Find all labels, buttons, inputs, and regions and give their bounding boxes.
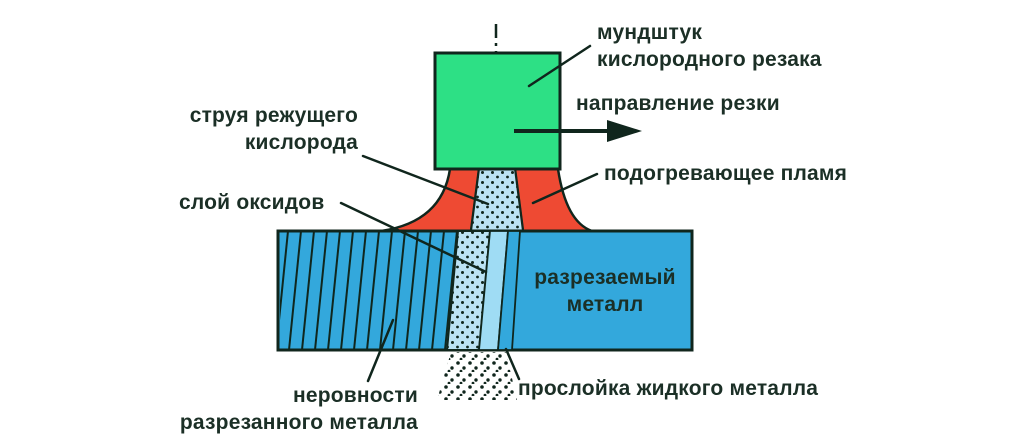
label-mouthpiece: мундштук кислородного резака: [597, 19, 822, 73]
label-liquid-layer: прослойка жидкого металла: [518, 377, 819, 400]
oxide-layer-stipple: [447, 231, 490, 350]
leader-roughness: [366, 318, 395, 383]
oxygen-jet-stipple: [471, 169, 523, 231]
preheating-flame-left: [379, 167, 481, 233]
torch-nozzle: [433, 51, 562, 171]
label-roughness-line1: неровности: [292, 384, 418, 407]
label-mouthpiece-line1: мундштук: [597, 21, 703, 44]
label-oxygen-jet-line2: кислорода: [244, 131, 358, 154]
preheating-flame-right: [513, 167, 594, 233]
leader-liquid-layer: [504, 347, 521, 381]
label-metal-line1: разрезаемый: [534, 266, 676, 289]
label-mouthpiece-line2: кислородного резака: [597, 48, 822, 71]
label-roughness-line2: разрезанного металла: [179, 411, 418, 434]
leader-oxygen-jet: [361, 154, 490, 206]
label-oxide-layer: слой оксидов: [179, 191, 325, 214]
direction-arrow: [514, 120, 642, 142]
label-roughness: неровности разрезанного металла: [150, 382, 418, 436]
slag-spray: [437, 352, 517, 400]
label-cutting-direction: направление резки: [576, 92, 780, 115]
cut-metal-hatching: [280, 232, 458, 350]
kerf-right-edge: [497, 230, 521, 351]
label-oxygen-jet: струя режущего кислорода: [140, 102, 358, 156]
leader-mouthpiece: [527, 44, 592, 88]
leader-preheating-flame: [531, 172, 599, 205]
label-oxygen-jet-line1: струя режущего: [189, 104, 358, 127]
label-preheating-flame: подогревающее пламя: [604, 162, 848, 185]
label-metal-line2: металл: [566, 293, 644, 316]
label-metal: разрезаемый металл: [519, 264, 691, 318]
leader-oxide-layer: [339, 201, 488, 274]
